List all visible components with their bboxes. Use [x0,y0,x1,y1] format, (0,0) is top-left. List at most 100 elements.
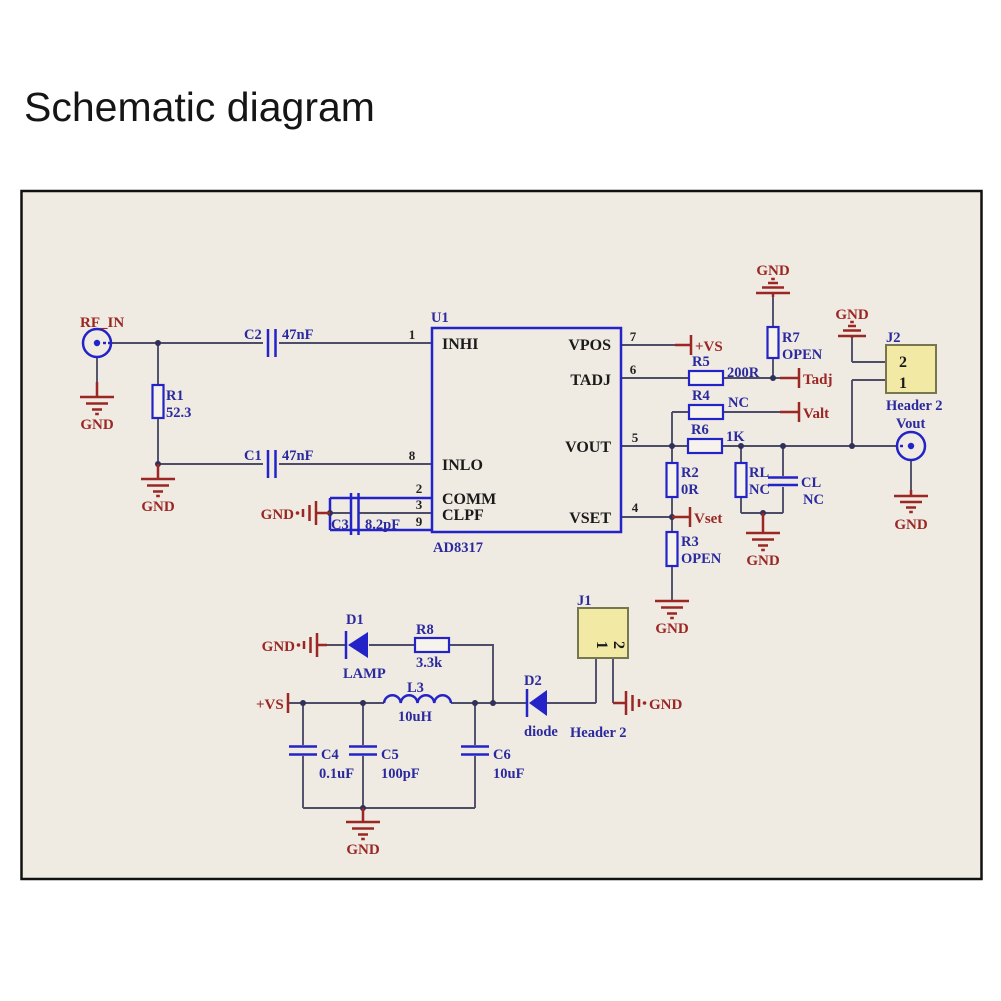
r1-ref: R1 [166,388,184,404]
pin-label-tadj: TADJ [570,372,611,389]
r3-ref: R3 [681,534,699,550]
valt-port-label: Valt [803,406,829,422]
r2-ref: R2 [681,465,699,481]
plus-vs-label: +VS [695,339,723,355]
u1-part: AD8317 [433,540,483,556]
j2-ref: J2 [886,330,901,346]
gnd-label: GND [649,697,683,713]
c5-ref: C5 [381,747,399,763]
j1-pin1-number: 1 [593,641,610,649]
resistor-r7 [766,325,780,360]
pin-number-2: 2 [416,481,423,496]
gnd-label: GND [835,307,869,323]
rf-in-label: RF_IN [80,315,124,331]
gnd-label: GND [756,263,790,279]
c3-val: 8.2pF [365,517,400,533]
pin-label-vset: VSET [569,510,611,527]
r8-val: 3.3k [416,655,443,671]
c5-val: 100pF [381,766,420,782]
vout-connector [895,430,927,462]
pin-number-9: 9 [416,514,423,529]
pin-number-7: 7 [630,329,637,344]
d2-ref: D2 [524,673,542,689]
header-j2 [885,344,937,394]
vset-port-label: Vset [694,511,722,527]
pin-label-clpf: CLPF [442,507,484,524]
pin-number-3: 3 [416,497,423,512]
j1-type: Header 2 [570,725,627,741]
gnd-symbols [80,277,928,841]
j2-pin2-number: 2 [899,354,907,371]
r5-val: 200R [727,365,760,381]
r8-ref: R8 [416,622,434,638]
pin-label-inhi: INHI [442,336,478,353]
gnd-label: GND [141,499,175,515]
j2-pin1-number: 1 [899,375,907,392]
header-j1 [577,607,629,659]
c6-ref: C6 [493,747,511,763]
gnd-label: GND [80,417,114,433]
resistor-r8 [413,636,451,654]
r7-ref: R7 [782,330,800,346]
capacitor-c5 [349,745,377,756]
c6-val: 10uF [493,766,525,782]
j1-pin2-number: 2 [610,641,627,649]
d2-val: diode [524,724,558,740]
pin-number-8: 8 [409,448,416,463]
c2-ref: C2 [244,327,262,343]
diode-d1 [344,631,368,659]
d1-ref: D1 [346,612,364,628]
gnd-label: GND [655,621,689,637]
l3-ref: L3 [407,680,424,696]
page-title: Schematic diagram [24,84,375,130]
j1-ref: J1 [577,593,592,609]
pin-number-4: 4 [632,500,639,515]
resistor-rl [734,461,748,499]
r3-val: OPEN [681,551,722,567]
gnd-label: GND [894,517,928,533]
rl-ref: RL [749,465,769,481]
c4-ref: C4 [321,747,339,763]
rf-in-connector [81,327,113,359]
resistor-r5 [687,369,725,387]
wires [96,297,912,809]
gnd-label: GND [262,639,296,655]
ic-u1-body [430,326,623,534]
resistor-r3 [665,530,679,568]
rl-val: NC [749,482,770,498]
r4-ref: R4 [692,388,710,404]
capacitor-c2 [266,329,277,357]
c4-val: 0.1uF [319,766,354,782]
r5-ref: R5 [692,354,710,370]
pin-label-comm: COMM [442,491,496,508]
r7-val: OPEN [782,347,823,363]
capacitor-c3 [349,493,360,535]
c3-ref: C3 [331,517,349,533]
gnd-label: GND [261,507,295,523]
capacitor-cl [768,476,798,487]
resistor-r1 [151,383,165,420]
c1-val: 47nF [282,448,314,464]
c2-val: 47nF [282,327,314,343]
pin-label-vpos: VPOS [568,337,611,354]
diode-d2 [525,689,547,717]
gnd-label: GND [746,553,780,569]
r4-val: NC [728,395,749,411]
pin-number-5: 5 [632,430,639,445]
vout-port-label: Vout [896,416,925,432]
pin-label-vout: VOUT [565,439,611,456]
r6-ref: R6 [691,422,709,438]
d1-val: LAMP [343,666,386,682]
pin-number-1: 1 [409,327,416,342]
resistor-r4 [687,403,725,421]
c1-ref: C1 [244,448,262,464]
j2-type: Header 2 [886,398,943,414]
tadj-port-label: Tadj [803,372,832,388]
pin-number-6: 6 [630,362,637,377]
r6-val: 1K [726,429,745,445]
plus-vs-label: +VS [256,697,284,713]
schematic-board [20,189,983,881]
resistor-r2 [665,461,679,499]
r1-val: 52.3 [166,405,191,421]
